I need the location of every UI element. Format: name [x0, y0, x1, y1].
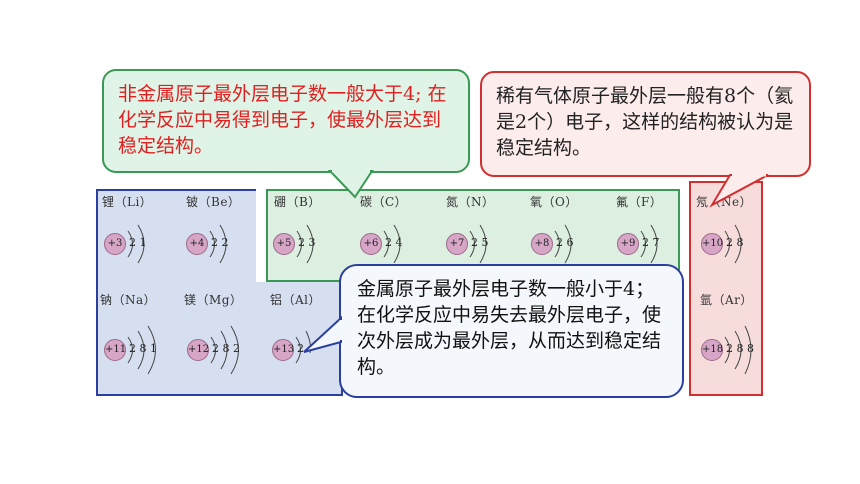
element-label-li: 锂（Li）: [102, 195, 153, 209]
nucleus: +11: [104, 339, 126, 361]
atom-diagram-c: +6 2 4: [360, 217, 440, 273]
electron-counts: 2 7: [642, 236, 660, 249]
noble-gas-zone: [689, 181, 763, 396]
atom-diagram-na: +11 2 8 1: [104, 323, 184, 379]
atom-diagram-li: +3 2 1: [104, 217, 184, 273]
atom-diagram-f: +9 2 7: [617, 217, 697, 273]
metal-callout: 金属原子最外层电子数一般小于4；在化学反应中易失去最外层电子，使次外层成为最外层…: [339, 264, 684, 398]
nucleus: +4: [186, 233, 208, 255]
noble-gas-callout-pointer: [709, 174, 769, 208]
atom-diagram-ne: +10 2 8: [701, 217, 781, 273]
element-label-ar: 氩（Ar）: [700, 293, 753, 307]
atom-diagram-b: +5 2 3: [273, 217, 353, 273]
nucleus: +3: [104, 233, 126, 255]
element-label-ne: 氖（Ne）: [696, 195, 753, 209]
electron-counts: 2 5: [471, 236, 489, 249]
electron-shells: [554, 224, 572, 264]
atom-diagram-al: +13 2: [272, 323, 352, 379]
element-label-c: 碳（C）: [360, 195, 408, 209]
atom-diagram-be: +4 2 2: [186, 217, 266, 273]
electron-counts: 2: [297, 342, 304, 355]
element-label-n: 氮（N）: [446, 195, 495, 209]
nucleus: +10: [701, 233, 723, 255]
element-label-f: 氟（F）: [616, 195, 663, 209]
noble-gas-callout: 稀有气体原子最外层一般有8个（氦是2个）电子，这样的结构被认为是稳定结构。: [480, 71, 811, 177]
electron-shells: [210, 325, 239, 375]
electron-counts: 2 6: [556, 236, 574, 249]
nonmetal-callout: 非金属原子最外层电子数一般大于4; 在化学反应中易得到电子，使最外层达到稳定结构…: [102, 69, 470, 173]
nonmetal-callout-pointer: [327, 170, 374, 199]
element-label-be: 铍（Be）: [186, 195, 241, 209]
nucleus: +5: [273, 233, 295, 255]
element-label-b: 硼（B）: [274, 195, 321, 209]
nonmetal-callout-text: 非金属原子最外层电子数一般大于4; 在化学反应中易得到电子，使最外层达到稳定结构…: [118, 83, 447, 157]
electron-shells: [296, 224, 314, 264]
electron-shells: [127, 224, 145, 264]
element-label-mg: 镁（Mg）: [184, 293, 243, 307]
electron-shells: [640, 224, 658, 264]
electron-shells: [127, 325, 156, 375]
atom-diagram-o: +8 2 6: [531, 217, 611, 273]
electron-counts: 2 2: [211, 236, 229, 249]
atom-diagram-n: +7 2 5: [446, 217, 526, 273]
element-label-al: 铝（Al）: [270, 293, 322, 307]
electron-counts: 2 3: [298, 236, 316, 249]
atom-diagram-mg: +12 2 8 2: [187, 323, 267, 379]
nucleus: +9: [617, 233, 639, 255]
electron-counts: 2 8 8: [726, 342, 754, 355]
element-label-o: 氧（O）: [530, 195, 578, 209]
electron-shells: [724, 325, 752, 375]
noble-gas-callout-text: 稀有气体原子最外层一般有8个（氦是2个）电子，这样的结构被认为是稳定结构。: [496, 85, 794, 159]
atom-diagram-ar: +18 2 8 8: [701, 323, 781, 379]
metal-callout-text: 金属原子最外层电子数一般小于4；在化学反应中易失去最外层电子，使次外层成为最外层…: [357, 278, 662, 378]
metal-callout-pointer: [303, 315, 342, 353]
nucleus: +18: [701, 339, 723, 361]
nucleus: +6: [360, 233, 382, 255]
electron-counts: 2 4: [385, 236, 403, 249]
nucleus: +13: [272, 339, 294, 361]
nucleus: +12: [187, 339, 209, 361]
element-label-na: 钠（Na）: [100, 293, 157, 307]
nucleus: +8: [531, 233, 553, 255]
electron-shells: [724, 224, 742, 264]
electron-shells: [469, 224, 487, 264]
electron-counts: 2 1: [129, 236, 147, 249]
nucleus: +7: [446, 233, 468, 255]
electron-shells: [209, 224, 227, 264]
electron-counts: 2 8 2: [212, 342, 240, 355]
electron-counts: 2 8 1: [129, 342, 157, 355]
electron-counts: 2 8: [726, 236, 744, 249]
electron-shells: [383, 224, 401, 264]
